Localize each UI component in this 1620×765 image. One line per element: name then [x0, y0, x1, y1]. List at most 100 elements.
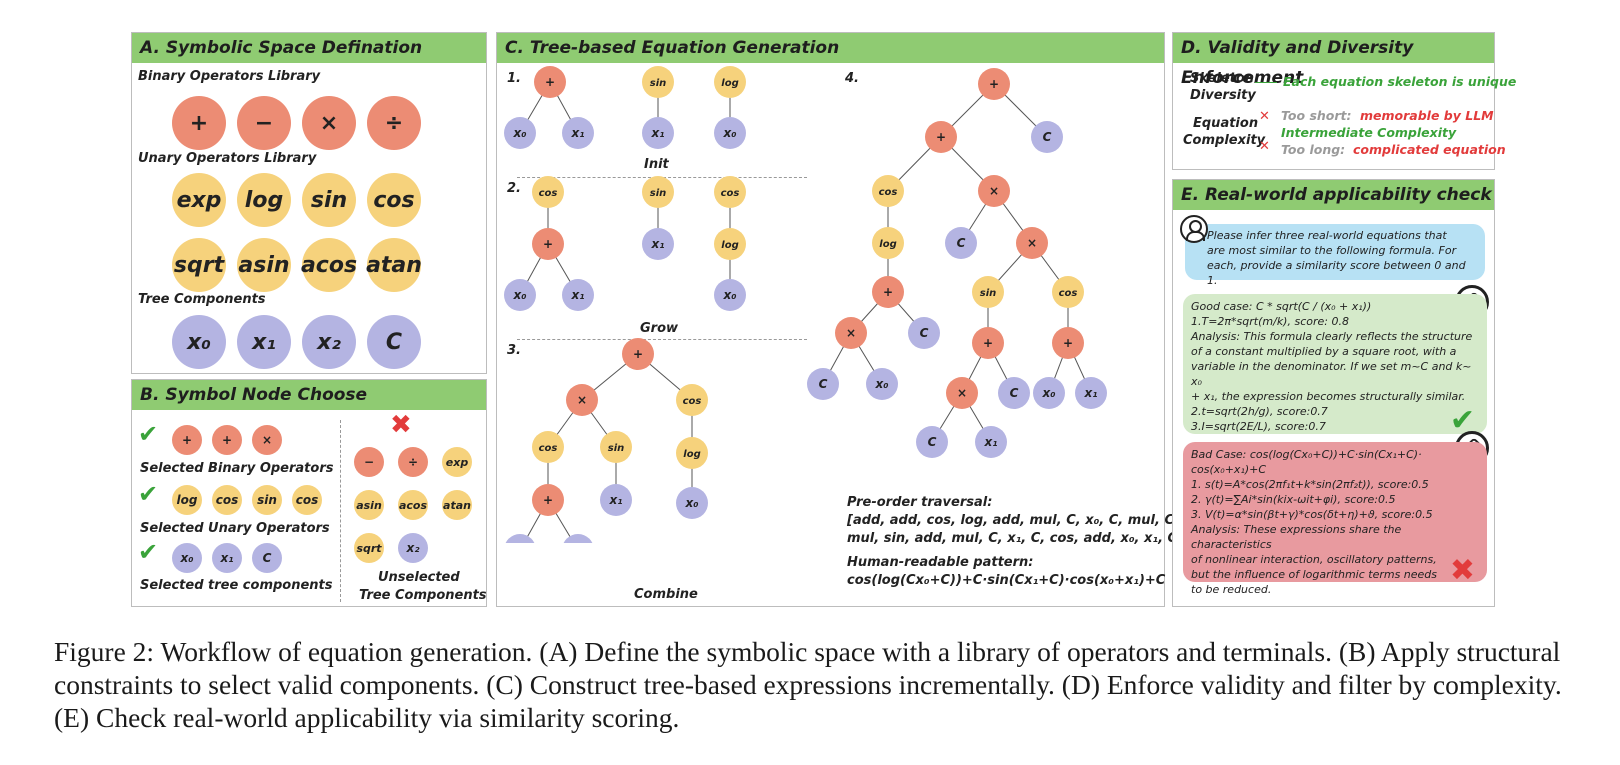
- tree-node-label: C: [1043, 130, 1052, 144]
- tree-node: [600, 484, 632, 516]
- panel-d-title: D. Validity and Diversity Enforcement: [1173, 33, 1494, 88]
- unselected-op: asin: [354, 490, 384, 520]
- tree-node: [532, 484, 564, 516]
- traversal-line: [add, add, cos, log, add, mul, C, x₀, C,…: [847, 513, 1179, 528]
- unselected-op: acos: [398, 490, 428, 520]
- tree-node-label: x₁: [651, 237, 665, 251]
- tree-node: [505, 534, 535, 543]
- tree-node-label: x₁: [609, 493, 623, 507]
- unary-op: acos: [301, 238, 357, 292]
- skeleton-label: Diversity: [1190, 88, 1256, 103]
- bad-line: to be reduced.: [1191, 583, 1272, 596]
- tree-node: [872, 276, 904, 308]
- divider: [340, 420, 341, 602]
- tree-node: [532, 228, 564, 260]
- tree-node-label: +: [883, 285, 893, 299]
- grow-label: Grow: [640, 321, 679, 336]
- tree-node: [676, 487, 708, 519]
- tree-node-label: C: [957, 236, 966, 250]
- step-number: 4.: [845, 71, 859, 86]
- tree-node: [562, 279, 594, 311]
- unselected-op: −: [354, 447, 384, 477]
- tree-node: [1075, 377, 1107, 409]
- traversal-title: Pre-order traversal:: [847, 495, 993, 510]
- tree-components-label: Tree Components: [138, 292, 266, 307]
- binary-op: ×: [302, 96, 356, 150]
- tree-node: [1016, 227, 1048, 259]
- tree-node: [978, 175, 1010, 207]
- tree-node: [1031, 121, 1063, 153]
- tree-node: [714, 176, 746, 208]
- skeleton-desc: Each equation skeleton is unique: [1283, 74, 1517, 89]
- figure-caption: Figure 2: Workflow of equation generatio…: [54, 636, 1562, 733]
- tree-component: x₂: [302, 315, 356, 369]
- pattern-text: cos(log(Cx₀+C))+C·sin(Cx₁+C)·cos(x₀+x₁)+…: [847, 573, 1166, 588]
- tree-node: [600, 431, 632, 463]
- unary-op: cos: [367, 173, 421, 227]
- tree-node: [872, 227, 904, 259]
- check-icon: ✔: [138, 420, 159, 448]
- tree-node: [972, 327, 1004, 359]
- bad-line: cos(x₀+x₁)+C: [1191, 463, 1267, 476]
- unselected-label: Unselected: [378, 570, 460, 585]
- prompt-bubble: Please infer three real-world equations …: [1185, 224, 1485, 287]
- tree-node: [866, 368, 898, 400]
- bad-case-bubble: Bad Case: cos(log(Cx₀+C))+C·sin(Cx₁+C)· …: [1183, 442, 1487, 596]
- unary-op: exp: [172, 173, 226, 227]
- good-line: 3.I=sqrt(2E/L), score:0.7: [1191, 420, 1326, 433]
- bad-line: 1. s(t)=A*cos(2πf₁t+k*sin(2πf₂t)), score…: [1191, 478, 1429, 491]
- tree-node-label: sin: [650, 188, 667, 199]
- tree-node: [532, 176, 564, 208]
- complexity-label: Complexity: [1183, 133, 1266, 148]
- panel-a-title: A. Symbolic Space Defination: [132, 33, 486, 63]
- check-icon: ✔: [138, 480, 159, 508]
- bad-line: 2. γ(t)=∑Ai*sin(kix-ωit+φi), score:0.5: [1191, 493, 1396, 506]
- tree-node: [945, 227, 977, 259]
- good-case-bubble: Good case: C * sqrt(C / (x₀ + x₁)) 1.T=2…: [1183, 294, 1487, 436]
- tree-node: [642, 66, 674, 98]
- good-line: 1.T=2π*sqrt(m/k), score: 0.8: [1191, 315, 1349, 328]
- cross-icon: ✖: [1449, 553, 1475, 588]
- tree-node: [714, 228, 746, 260]
- tree-node: [925, 121, 957, 153]
- tree-node: [504, 279, 536, 311]
- selected-unary: sin: [252, 485, 282, 515]
- selected-tree-component: x₁: [212, 543, 242, 573]
- tree-node-label: x₀: [1042, 386, 1057, 400]
- tree-node: [978, 68, 1010, 100]
- good-line: Good case: C * sqrt(C / (x₀ + x₁)): [1191, 300, 1372, 313]
- tree-node: [563, 534, 593, 543]
- tree-node-label: +: [983, 336, 993, 350]
- tree-node-label: +: [989, 77, 999, 91]
- tree-node-label: x₀: [723, 288, 738, 302]
- tree-node: [642, 117, 674, 149]
- bad-line: 3. V(t)=α*sin(βt+γ)*cos(δt+η)+ϑ, score:0…: [1191, 508, 1433, 521]
- tree-node-label: x₀: [685, 496, 700, 510]
- tree-node-label: C: [819, 377, 828, 391]
- step-number: 2.: [507, 181, 521, 196]
- selected-unary: cos: [292, 485, 322, 515]
- tree-node: [504, 117, 536, 149]
- tree-node-label: +: [545, 75, 555, 89]
- tree-node-label: C: [920, 326, 929, 340]
- tree-node-label: x₁: [651, 126, 665, 140]
- unselected-op: sqrt: [354, 533, 384, 563]
- tree-node: [1052, 276, 1084, 308]
- panel-b: B. Symbol Node Choose ✔ + + × Selected B…: [131, 379, 487, 607]
- selected-tree-component: x₀: [172, 543, 202, 573]
- tree-node-label: log: [879, 239, 896, 250]
- tree-node-label: cos: [1059, 288, 1078, 299]
- tree-node: [1052, 327, 1084, 359]
- selected-tree-label: Selected tree components: [140, 578, 333, 593]
- tree-node-label: cos: [539, 443, 558, 454]
- good-line: of a constant multiplied by a square roo…: [1191, 345, 1457, 358]
- panel-e: E. Real-world applicability check Please…: [1172, 179, 1495, 607]
- connector-line: [1255, 82, 1277, 83]
- step-number: 3.: [507, 343, 521, 358]
- tree-node-label: ×: [1027, 236, 1037, 250]
- unselected-tree-component: x₂: [398, 533, 428, 563]
- tree-node: [642, 228, 674, 260]
- tree-node-label: log: [721, 240, 738, 251]
- tree-node-label: x₀: [875, 377, 890, 391]
